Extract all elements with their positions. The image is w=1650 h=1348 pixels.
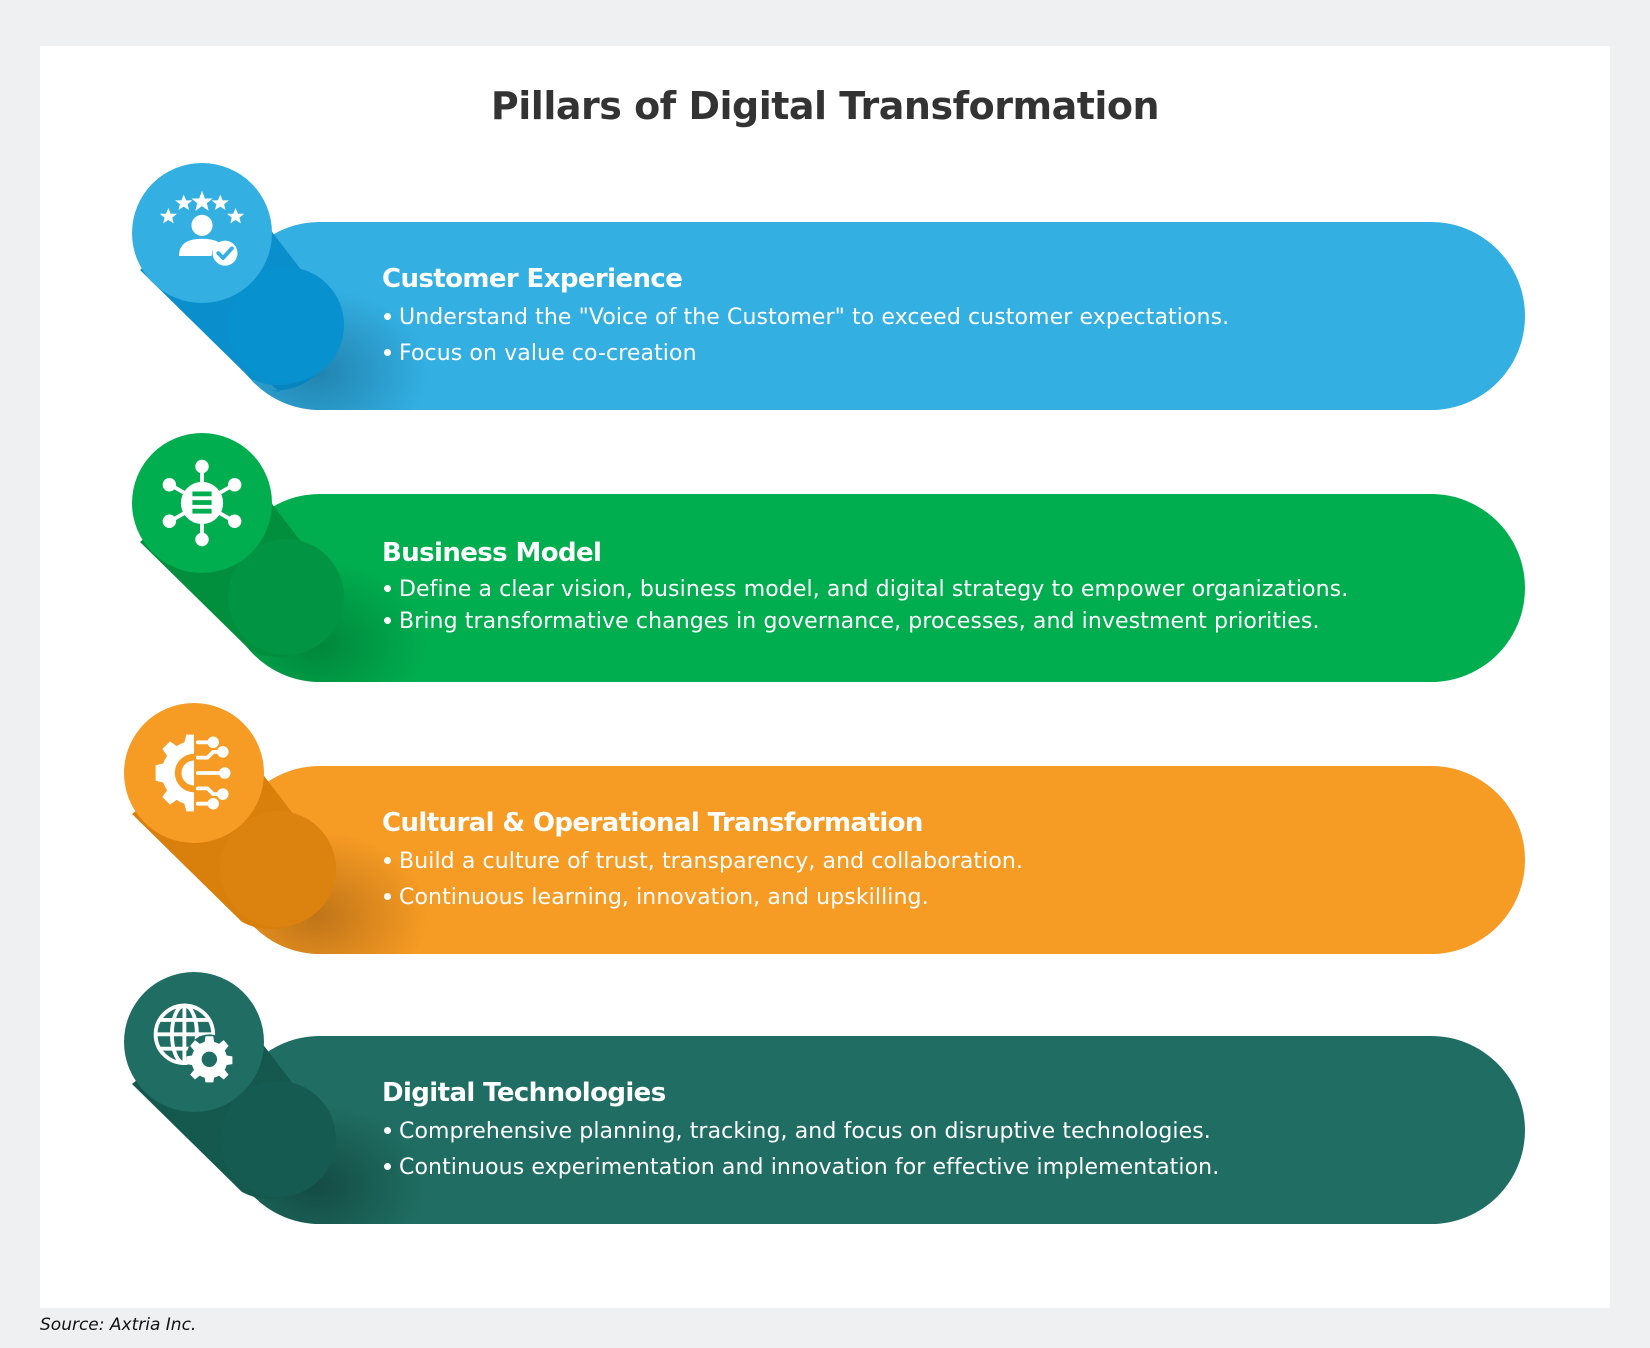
bullet-text: Build a culture of trust, transparency, … (399, 849, 1024, 874)
bullet-dot-icon (384, 348, 391, 356)
pillar-bullet: Define a clear vision, business model, a… (382, 574, 1348, 606)
pillar-text: Business Model Define a clear vision, bu… (382, 536, 1348, 638)
source-caption: Source: Axtria Inc. (40, 1315, 196, 1335)
pillar-heading: Business Model (382, 538, 602, 568)
pillar-bullet: Understand the "Voice of the Customer" t… (382, 300, 1229, 336)
business-network-icon (162, 459, 242, 547)
bullet-text: Comprehensive planning, tracking, and fo… (399, 1119, 1211, 1144)
pillar-business-model: Business Model Define a clear vision, bu… (0, 0, 1650, 682)
pillar-heading: Digital Technologies (382, 1078, 666, 1108)
pillar-band (226, 1036, 1525, 1224)
pillar-heading: Cultural & Operational Transformation (382, 808, 923, 838)
pillar-customer-experience: Customer Experience Understand the "Voic… (0, 0, 1650, 410)
customer-rating-icon-circle (132, 163, 272, 303)
source-label: Source: (40, 1315, 105, 1335)
pillar-bullet: Continuous experimentation and innovatio… (382, 1150, 1219, 1186)
bullet-text: Continuous experimentation and innovatio… (399, 1155, 1220, 1180)
bullet-text: Define a clear vision, business model, a… (399, 577, 1349, 602)
pillar-digital-technologies: Digital Technologies Comprehensive plann… (0, 0, 1650, 1224)
gear-circuit-icon (155, 734, 231, 812)
bullet-text: Continuous learning, innovation, and ups… (399, 885, 929, 910)
business-network-icon-circle (132, 433, 272, 573)
page-title: Pillars of Digital Transformation (490, 84, 1160, 128)
customer-rating-icon (159, 190, 245, 266)
pillar-bullet: Focus on value co-creation (382, 336, 1229, 372)
pillar-bullet: Continuous learning, innovation, and ups… (382, 880, 1023, 916)
pillar-bullet: Bring transformative changes in governan… (382, 606, 1348, 638)
gear-circuit-icon-circle (124, 703, 264, 843)
globe-gear-icon (153, 1003, 233, 1083)
bullet-text: Understand the "Voice of the Customer" t… (399, 305, 1230, 330)
pillar-text: Digital Technologies Comprehensive plann… (382, 1076, 1219, 1186)
bullet-dot-icon (384, 856, 391, 864)
bullet-dot-icon (384, 1162, 391, 1170)
bullet-dot-icon (384, 616, 391, 624)
bullet-dot-icon (384, 1126, 391, 1134)
pillar-text: Customer Experience Understand the "Voic… (382, 262, 1229, 372)
bullet-dot-icon (384, 584, 391, 592)
pillar-bullet: Comprehensive planning, tracking, and fo… (382, 1114, 1219, 1150)
bullet-text: Focus on value co-creation (399, 341, 697, 366)
pillar-cultural-operational: Cultural & Operational Transformation Bu… (0, 0, 1650, 954)
globe-gear-icon-circle (124, 972, 264, 1112)
source-value: Axtria Inc. (109, 1315, 197, 1335)
bullet-dot-icon (384, 312, 391, 320)
bullet-dot-icon (384, 892, 391, 900)
pillar-text: Cultural & Operational Transformation Bu… (382, 806, 1023, 916)
bullet-text: Bring transformative changes in governan… (399, 609, 1320, 634)
pillar-bullet: Build a culture of trust, transparency, … (382, 844, 1023, 880)
pillar-heading: Customer Experience (382, 264, 683, 294)
